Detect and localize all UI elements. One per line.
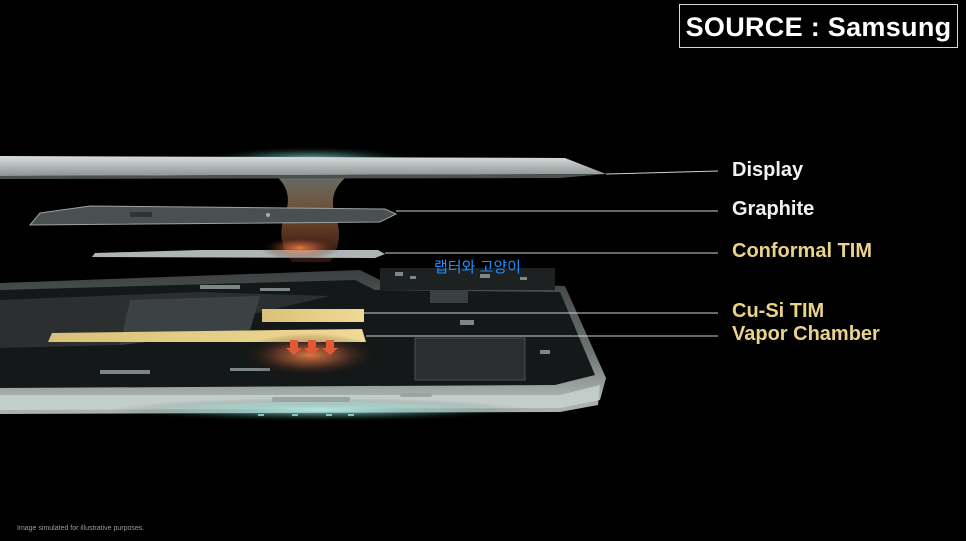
display-panel bbox=[0, 156, 606, 176]
cool-glow-bottom bbox=[110, 398, 530, 422]
watermark-text: 랩터와 고양이 bbox=[434, 259, 521, 276]
leader-line-display bbox=[605, 170, 719, 175]
graphite-sheet bbox=[28, 205, 398, 226]
conformal-tim-sheet bbox=[92, 250, 385, 258]
layer-label-graphite: Graphite bbox=[732, 198, 815, 220]
layer-label-display: Display bbox=[732, 159, 804, 181]
source-badge: SOURCE : Samsung bbox=[679, 4, 958, 48]
heat-arrows bbox=[286, 340, 338, 355]
cu-si-tim-pad bbox=[262, 309, 364, 322]
layer-label-conformal-tim: Conformal TIM bbox=[732, 240, 872, 262]
layer-label-cu-si-tim: Cu-Si TIM bbox=[732, 300, 825, 322]
disclaimer-text: Image simulated for illustrative purpose… bbox=[17, 525, 145, 532]
layer-label-vapor-chamber: Vapor Chamber bbox=[732, 323, 880, 345]
